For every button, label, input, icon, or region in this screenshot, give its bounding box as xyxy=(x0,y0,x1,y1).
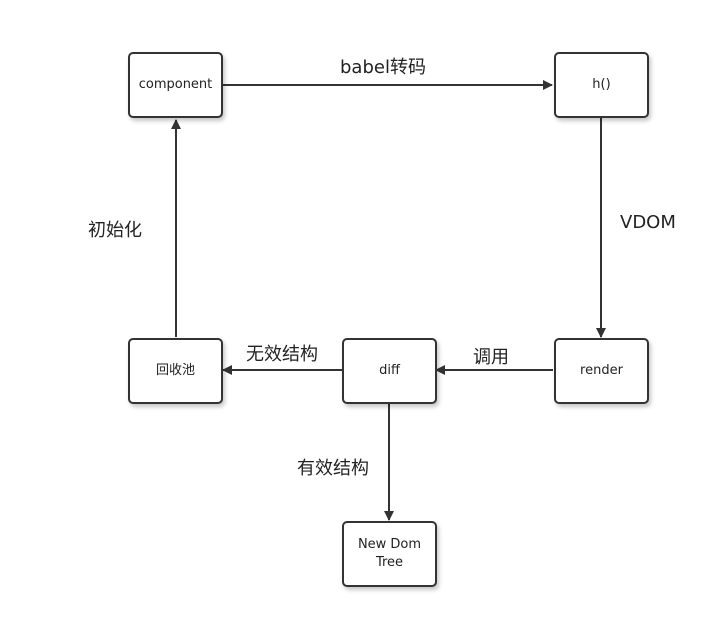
label-invalid-structure: 无效结构 xyxy=(246,344,318,365)
node-h: h() xyxy=(554,52,649,118)
node-component: component xyxy=(128,52,223,118)
node-recycle-pool: 回收池 xyxy=(128,338,223,404)
node-diff: diff xyxy=(342,338,437,404)
label-valid-structure: 有效结构 xyxy=(297,458,369,479)
node-new-dom-tree: New Dom Tree xyxy=(342,521,437,587)
label-babel: babel转码 xyxy=(340,57,426,78)
node-render: render xyxy=(554,338,649,404)
label-call: 调用 xyxy=(473,347,509,368)
label-vdom: VDOM xyxy=(620,212,676,233)
label-init: 初始化 xyxy=(88,220,142,241)
